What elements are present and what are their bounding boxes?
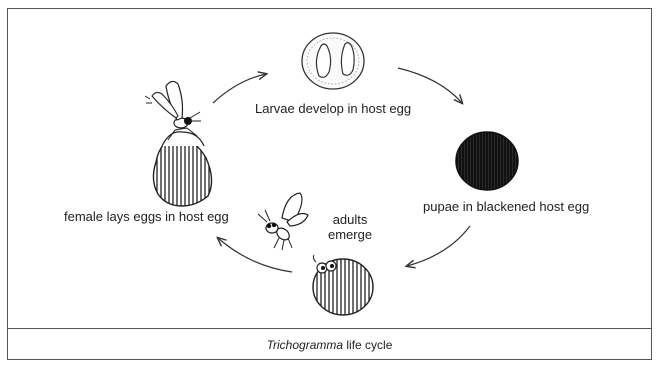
stage-label-adults-line1: adults <box>328 212 372 227</box>
stage-label-female: female lays eggs in host egg <box>64 209 229 224</box>
stage-label-adults-line2: emerge <box>328 227 372 242</box>
arrow-larvae-to-pupae <box>398 68 462 103</box>
stage-label-larvae: Larvae develop in host egg <box>255 101 411 116</box>
arrow-adults-to-female <box>218 238 292 272</box>
figure-caption: Trichogramma life cycle <box>7 338 652 352</box>
caption-genus: Trichogramma <box>267 338 343 352</box>
arrow-pupae-to-adults <box>407 226 470 266</box>
arrow-female-to-larvae <box>213 74 266 103</box>
caption-rest: life cycle <box>343 338 392 352</box>
female-wasp-on-egg-icon <box>145 81 212 206</box>
blackened-host-egg <box>456 132 518 190</box>
host-egg-adult-emerging <box>313 255 373 315</box>
stage-label-adults: adults emerge <box>328 212 372 242</box>
host-egg-larvae <box>302 33 364 89</box>
stage-label-pupae: pupae in blackened host egg <box>423 199 589 214</box>
adult-wasp-icon <box>258 193 308 250</box>
